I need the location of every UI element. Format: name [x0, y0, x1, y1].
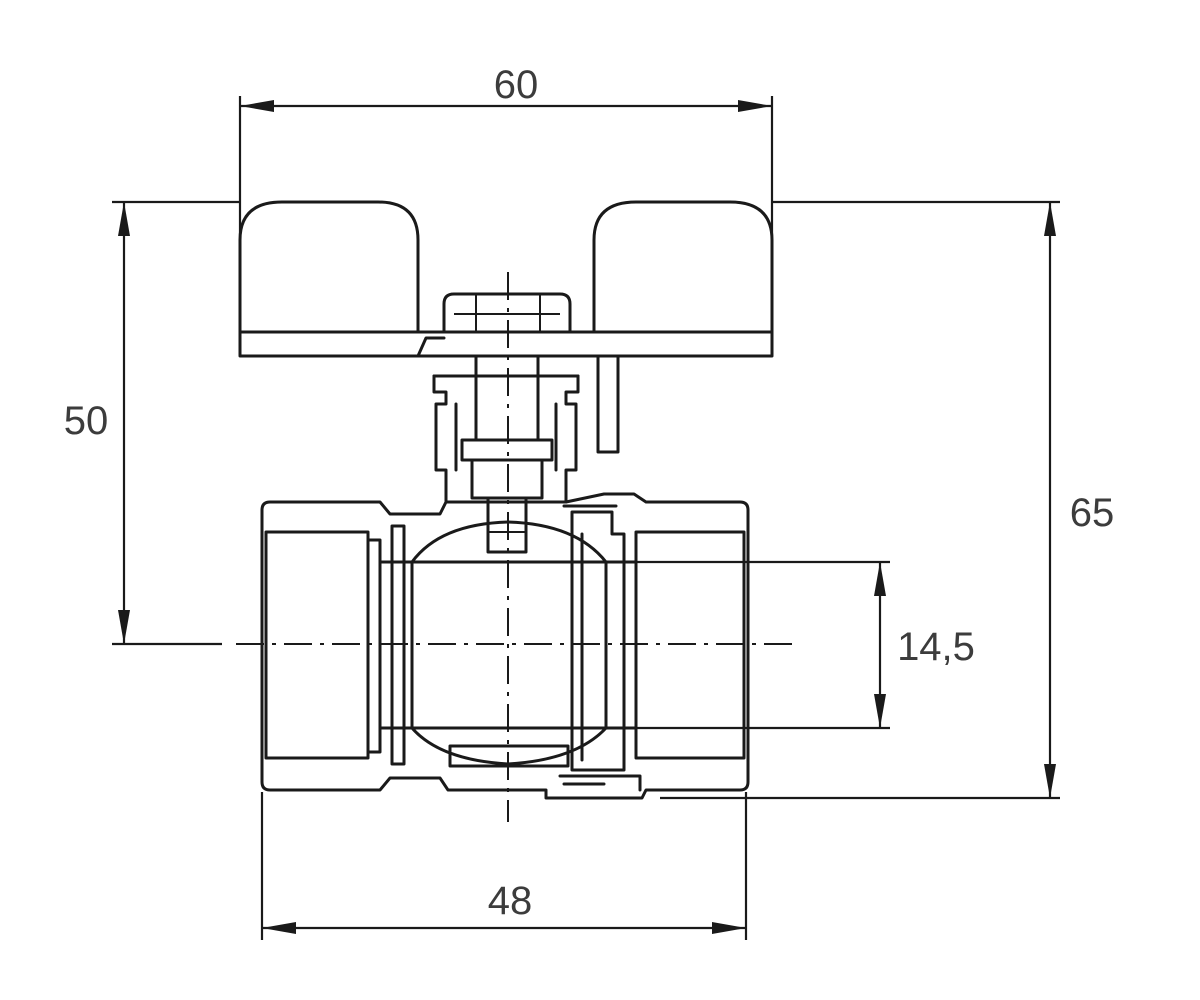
dimension-body-length-label: 48	[488, 879, 533, 923]
dimension-total-height-label: 65	[1070, 491, 1115, 535]
dimension-bore-label: 14,5	[897, 625, 975, 669]
dimension-handle-height: 50	[64, 200, 240, 646]
dimension-handle-width-label: 60	[494, 63, 539, 107]
butterfly-handle	[238, 200, 774, 454]
dimension-total-height: 65	[660, 200, 1115, 800]
stem-nut	[416, 292, 572, 358]
dimension-body-length: 48	[260, 792, 748, 940]
dimension-bore: 14,5	[636, 560, 975, 730]
dimension-handle-height-label: 50	[64, 399, 109, 443]
dimension-handle-width: 60	[238, 63, 774, 330]
valve-body	[260, 492, 750, 800]
center-lines	[236, 272, 792, 822]
